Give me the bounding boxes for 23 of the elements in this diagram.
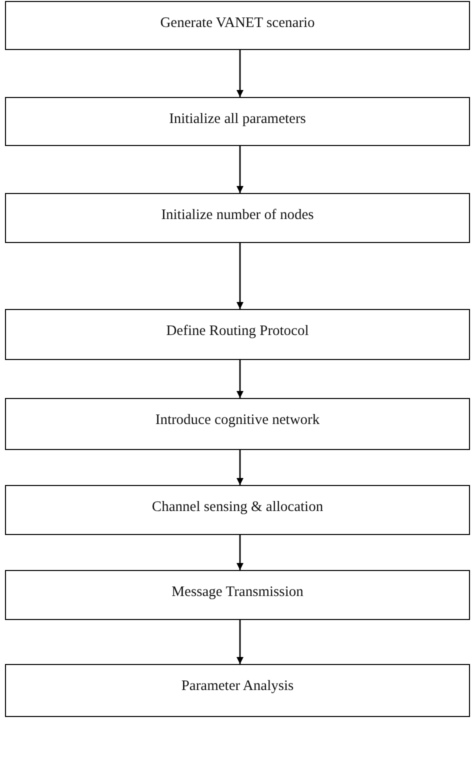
arrow bbox=[236, 535, 244, 570]
step-label: Introduce cognitive network bbox=[155, 412, 320, 429]
process-box bbox=[5, 398, 470, 450]
process-box bbox=[5, 570, 470, 620]
arrow bbox=[236, 146, 244, 193]
process-box bbox=[5, 97, 470, 146]
step-label: Initialize all parameters bbox=[169, 111, 306, 128]
step-label: Channel sensing & allocation bbox=[152, 499, 324, 516]
arrow bbox=[236, 450, 244, 485]
step-label: Message Transmission bbox=[172, 584, 304, 601]
arrow bbox=[236, 243, 244, 309]
process-box bbox=[5, 1, 470, 50]
process-box bbox=[5, 664, 470, 717]
step-label: Initialize number of nodes bbox=[161, 207, 314, 224]
arrow bbox=[236, 360, 244, 398]
step-label: Generate VANET scenario bbox=[160, 15, 315, 32]
process-box bbox=[5, 193, 470, 243]
step-label: Parameter Analysis bbox=[181, 678, 294, 695]
process-box bbox=[5, 485, 470, 535]
arrow bbox=[236, 620, 244, 664]
process-box bbox=[5, 309, 470, 360]
arrow bbox=[236, 50, 244, 97]
step-label: Define Routing Protocol bbox=[166, 323, 309, 340]
